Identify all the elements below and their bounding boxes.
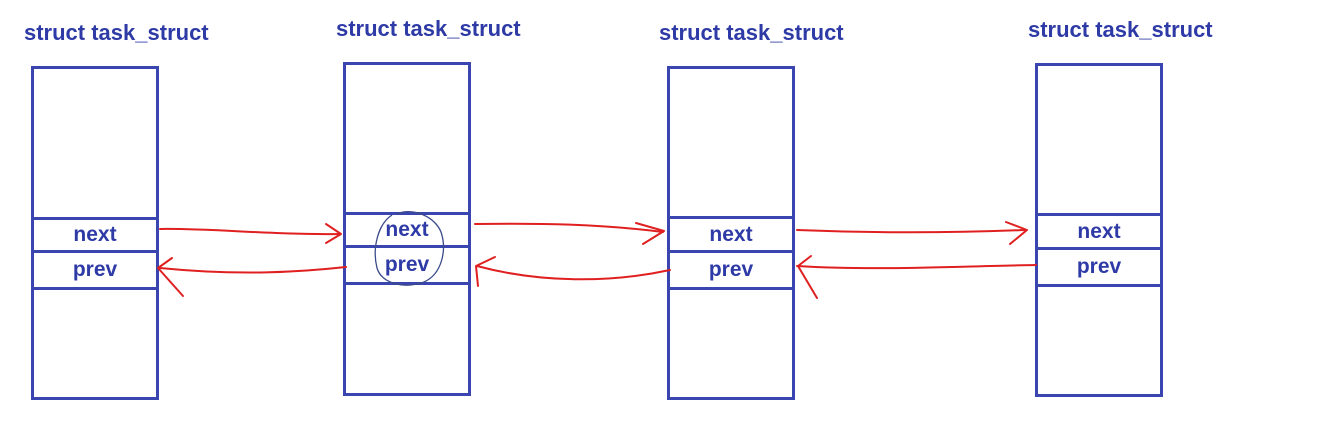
- arrowhead-prev-3-to-2: [475, 256, 496, 287]
- node-2-prev-label: prev: [384, 253, 430, 276]
- node-4-title: struct task_struct: [1028, 17, 1213, 42]
- arrow-prev-2-to-1: [159, 266, 347, 274]
- node-3-next-field: next: [667, 216, 795, 253]
- node-3-next-label: next: [709, 222, 753, 246]
- arrow-prev-4-to-3: [796, 264, 1037, 270]
- node-2-box: next prev: [343, 62, 471, 396]
- node-1-prev-label: prev: [72, 258, 118, 281]
- node-1-next-label: next: [73, 223, 117, 246]
- node-4-prev-field: prev: [1035, 250, 1163, 287]
- arrow-next-3-to-4: [796, 229, 1026, 234]
- node-4-box: next prev: [1035, 63, 1163, 397]
- node-3-box: next prev: [667, 66, 795, 400]
- node-3-title: struct task_struct: [659, 20, 844, 45]
- arrowhead-prev-4-to-3: [797, 255, 818, 299]
- arrow-next-2-to-3: [474, 222, 664, 233]
- node-4-next-field: next: [1035, 213, 1163, 250]
- node-2-prev-field: prev: [343, 248, 471, 285]
- node-4-next-label: next: [1077, 219, 1121, 243]
- node-3-prev-field: prev: [667, 253, 795, 290]
- node-1-title: struct task_struct: [24, 20, 209, 45]
- arrowhead-prev-2-to-1: [157, 257, 184, 297]
- node-3-prev-label: prev: [708, 258, 754, 281]
- node-2-next-label: next: [385, 218, 429, 241]
- node-1-box: next prev: [31, 66, 159, 400]
- arrowhead-next-1-to-2: [325, 223, 342, 244]
- arrowhead-next-2-to-3: [635, 222, 665, 245]
- node-2-title: struct task_struct: [336, 16, 521, 41]
- arrow-next-1-to-2: [159, 227, 341, 236]
- node-1-next-field: next: [31, 217, 159, 253]
- node-2-next-field: next: [343, 212, 471, 248]
- node-1-prev-field: prev: [31, 253, 159, 290]
- arrow-prev-3-to-2: [476, 265, 671, 281]
- arrowhead-next-3-to-4: [1005, 221, 1028, 245]
- node-4-prev-label: prev: [1076, 255, 1122, 278]
